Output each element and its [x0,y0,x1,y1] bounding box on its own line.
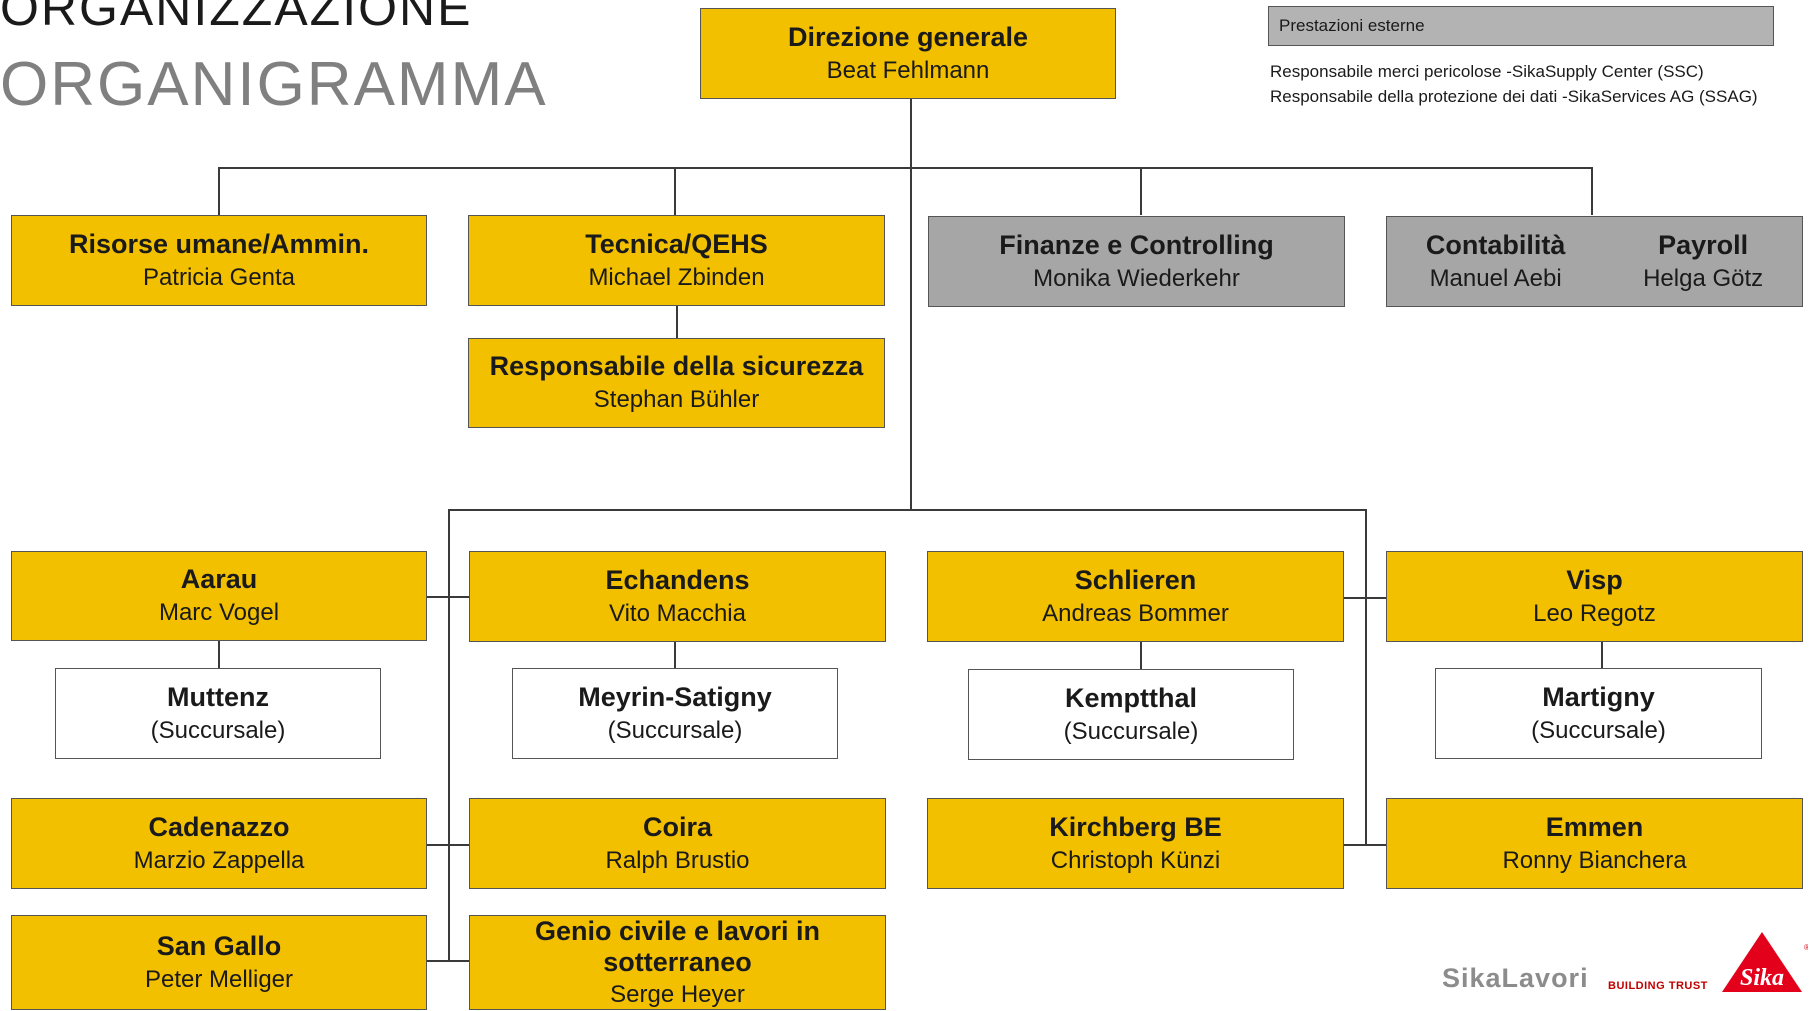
box-risorse-umane: Risorse umane/Ammin. Patricia Genta [11,215,427,306]
page-subtitle: ORGANIGRAMMA [0,50,548,119]
external-services-header: Prestazioni esterne [1268,6,1774,46]
box-person: Marc Vogel [158,599,280,626]
box-person: Helga Götz [1643,264,1764,292]
box-title: Coira [642,811,713,842]
connector-branch-left [448,509,450,961]
box-cadenazzo: Cadenazzo Marzio Zappella [11,798,427,889]
box-kirchberg-be: Kirchberg BE Christoph Künzi [927,798,1344,889]
box-note: (Succursale) [1531,716,1666,744]
box-note: (Succursale) [1063,717,1199,745]
connector-kemptthal [1140,642,1142,669]
box-direzione-generale: Direzione generale Beat Fehlmann [700,8,1116,99]
box-title: Cadenazzo [148,811,290,842]
box-person: Vito Macchia [609,599,746,627]
box-title: Kemptthal [1064,682,1197,713]
box-note: (Succursale) [150,716,286,744]
box-kemptthal: Kemptthal (Succursale) [968,669,1294,760]
box-title: Aarau [180,564,258,594]
box-title: Emmen [1545,811,1644,842]
brand-slogan: BUILDING TRUST [1608,980,1708,992]
connector-branch-bar [448,509,1366,511]
box-title: Muttenz [167,681,269,712]
page-title: ORGANIZZAZIONE [0,0,473,36]
box-contabilita-payroll: Contabilità Manuel Aebi Payroll Helga Gö… [1386,216,1803,307]
box-meyrin-satigny: Meyrin-Satigny (Succursale) [512,668,838,759]
box-tecnica-qehs: Tecnica/QEHS Michael Zbinden [468,215,885,306]
box-person: Ronny Bianchera [1502,846,1687,874]
box-title: Kirchberg BE [1049,811,1222,842]
sika-logo-text: Sika [1740,965,1784,991]
connector-trunk [910,99,912,510]
connector-emmen [1343,844,1387,846]
box-title: Responsabile della sicurezza [489,351,864,381]
box-responsabile-sicurezza: Responsabile della sicurezza Stephan Büh… [468,338,885,428]
box-finanze-controlling: Finanze e Controlling Monika Wiederkehr [928,216,1345,307]
box-person: Manuel Aebi [1429,264,1562,292]
box-muttenz: Muttenz (Succursale) [55,668,381,759]
box-person: Christoph Künzi [1050,846,1221,874]
box-title: Visp [1566,564,1623,595]
svg-text:®: ® [1804,943,1808,952]
box-person: Serge Heyer [610,981,745,1008]
box-person: Leo Regotz [1533,599,1656,627]
box-title: Risorse umane/Ammin. [68,228,370,259]
box-martigny: Martigny (Succursale) [1435,668,1762,759]
box-note: (Succursale) [607,716,743,744]
connector-dept-3 [1140,167,1142,215]
connector-martigny [1601,642,1603,668]
connector-dept-bar [218,167,1592,169]
box-person: Monika Wiederkehr [1033,264,1240,292]
connector-muttenz [218,641,220,668]
box-title: Contabilità [1425,229,1566,260]
box-san-gallo: San Gallo Peter Melliger [11,915,427,1010]
box-title: Martigny [1542,681,1655,712]
connector-dept-4 [1591,167,1593,215]
connector-dept-1 [218,167,220,215]
payroll-column: Payroll Helga Götz [1643,229,1763,295]
box-title: Meyrin-Satigny [578,681,772,712]
box-person: Ralph Brustio [605,846,750,874]
box-echandens: Echandens Vito Macchia [469,551,886,642]
connector-dept-2 [674,167,676,215]
box-aarau: Aarau Marc Vogel [11,551,427,641]
connector-visp [1343,597,1387,599]
box-title: Genio civile e lavori in sotterraneo [534,916,821,977]
connector-sangallo [426,960,470,962]
box-coira: Coira Ralph Brustio [469,798,886,889]
contabilita-column: Contabilità Manuel Aebi [1426,229,1566,295]
external-item-data-protection: Responsabile della protezione dei dati -… [1270,87,1758,106]
box-title: Schlieren [1074,564,1197,595]
connector-meyrin [674,641,676,668]
box-schlieren: Schlieren Andreas Bommer [927,551,1344,642]
connector-aarau [426,596,470,598]
sika-logo-icon: Sika ® [1722,932,1808,992]
box-person: Stephan Bühler [593,386,760,413]
brand-name: SikaLavori [1442,963,1589,993]
box-person: Marzio Zappella [133,846,305,874]
box-title: Finanze e Controlling [999,229,1274,260]
box-title: San Gallo [156,930,282,961]
connector-safety [676,306,678,338]
box-person: Michael Zbinden [588,263,765,291]
box-title: Echandens [605,564,750,595]
box-person: Peter Melliger [144,965,294,993]
connector-cadenazzo [426,844,470,846]
box-title: Direzione generale [787,21,1029,52]
box-person: Patricia Genta [142,263,296,291]
box-visp: Visp Leo Regotz [1386,551,1803,642]
box-person: Beat Fehlmann [826,56,990,84]
box-person: Andreas Bommer [1042,599,1229,627]
box-genio-civile: Genio civile e lavori in sotterraneo Ser… [469,915,886,1010]
box-title: Tecnica/QEHS [585,228,768,259]
external-item-dangerous-goods: Responsabile merci pericolose -SikaSuppl… [1270,62,1704,81]
connector-branch-right [1365,509,1367,846]
box-title: Payroll [1658,229,1749,260]
box-emmen: Emmen Ronny Bianchera [1386,798,1803,889]
